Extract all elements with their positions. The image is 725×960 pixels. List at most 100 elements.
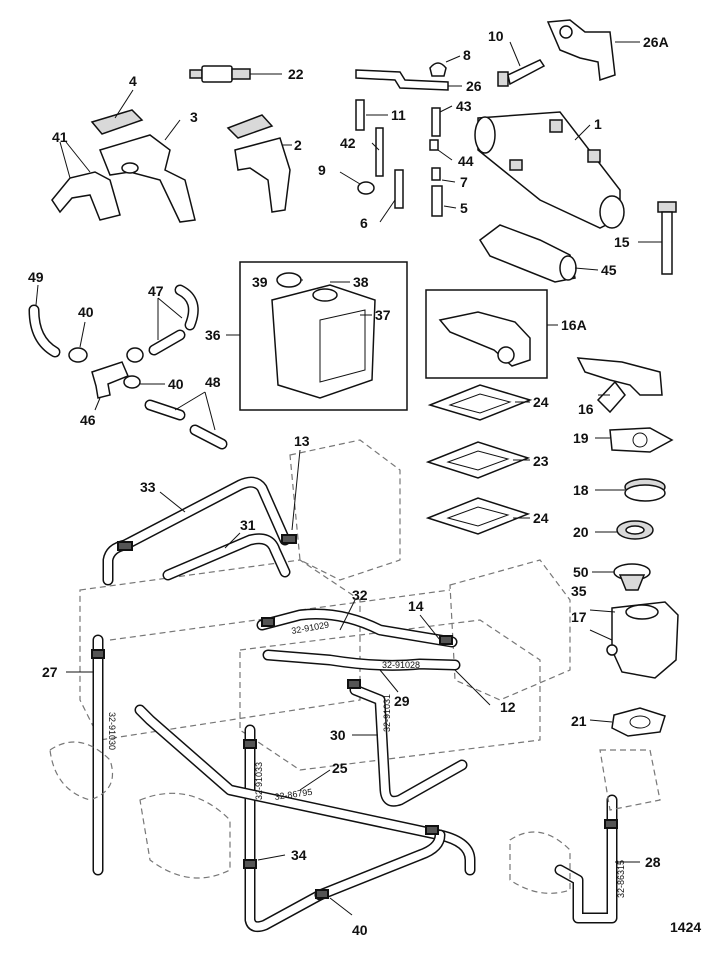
callout-35: 35 — [571, 583, 587, 599]
reservoir-box — [239, 261, 408, 411]
callout-34: 34 — [291, 847, 307, 863]
elbow-45-part — [478, 224, 577, 283]
callout-40-lower: 40 — [352, 922, 368, 938]
callout-2: 2 — [294, 137, 302, 153]
callout-43: 43 — [456, 98, 472, 114]
figure-id: 1424 — [670, 919, 701, 935]
engine-outline — [79, 439, 571, 771]
callout-38: 38 — [353, 274, 369, 290]
hose-49-part — [28, 304, 61, 358]
callout-26a: 26A — [643, 34, 669, 50]
callout-48: 48 — [205, 374, 221, 390]
elbow-16-part — [576, 357, 663, 414]
spark-plug-part — [189, 65, 251, 83]
callout-28: 28 — [645, 854, 661, 870]
bolt-10-part — [497, 59, 546, 87]
callout-19: 19 — [573, 430, 589, 446]
callout-16a: 16A — [561, 317, 587, 333]
callout-45: 45 — [601, 262, 617, 278]
thermostat-50-part — [613, 563, 651, 591]
callout-41: 41 — [52, 129, 68, 145]
elbow-16a-box — [425, 289, 548, 379]
callout-26: 26 — [466, 78, 482, 94]
callout-labels: 1 2 3 4 41 22 8 10 26A 26 11 43 42 9 44 … — [28, 28, 669, 938]
part-number-91029: 32-91029 — [291, 620, 330, 636]
strap-26-part — [355, 69, 449, 91]
callout-10: 10 — [488, 28, 504, 44]
callout-9: 9 — [318, 162, 326, 178]
callout-32: 32 — [352, 587, 368, 603]
coolant-reservoir-part — [271, 272, 376, 399]
callout-21: 21 — [571, 713, 587, 729]
hose-clamps — [91, 534, 618, 899]
thermostat-housing-part — [606, 601, 679, 679]
callout-40-mid: 40 — [168, 376, 184, 392]
callout-49: 49 — [28, 269, 44, 285]
callout-46: 46 — [80, 412, 96, 428]
callout-18: 18 — [573, 482, 589, 498]
callout-14: 14 — [408, 598, 424, 614]
callout-36: 36 — [205, 327, 221, 343]
gasket-21-part — [611, 707, 666, 737]
bracket-2-part — [226, 114, 291, 213]
callout-42: 42 — [340, 135, 356, 151]
callout-31: 31 — [240, 517, 256, 533]
callout-15: 15 — [614, 234, 630, 250]
callout-11: 11 — [391, 107, 406, 123]
callout-5: 5 — [460, 200, 468, 216]
callout-16: 16 — [578, 401, 594, 417]
gasket-24-lower-part — [425, 497, 531, 535]
callout-17: 17 — [571, 609, 587, 625]
callout-1: 1 — [594, 116, 602, 132]
gasket-24-upper-part — [427, 384, 533, 421]
bracket-3-part — [90, 109, 196, 223]
exhaust-manifold-part — [474, 111, 625, 229]
callout-22: 22 — [288, 66, 304, 82]
part-number-86315: 32-86315 — [616, 860, 626, 898]
callout-27: 27 — [42, 664, 58, 680]
part-number-91030: 32-91030 — [107, 712, 117, 750]
water-pumps — [49, 741, 661, 894]
callout-13: 13 — [294, 433, 310, 449]
clamp-40-part — [68, 347, 88, 363]
callout-7: 7 — [460, 174, 468, 190]
callout-39: 39 — [252, 274, 268, 290]
callout-29: 29 — [394, 693, 410, 709]
seal-20-part — [616, 520, 654, 540]
gasket-19-part — [609, 427, 674, 453]
callout-24-lower: 24 — [533, 510, 549, 526]
tee-46-part — [91, 361, 129, 399]
callout-50: 50 — [573, 564, 589, 580]
bolt-15-part — [657, 201, 677, 275]
part-number-91033: 32-91033 — [254, 762, 264, 800]
callout-33: 33 — [140, 479, 156, 495]
callout-23: 23 — [533, 453, 549, 469]
callout-4: 4 — [129, 73, 137, 89]
ring-18-part — [624, 478, 666, 502]
part-number-91028: 32-91028 — [382, 660, 420, 670]
callout-47: 47 — [148, 283, 164, 299]
callout-30: 30 — [330, 727, 346, 743]
hose-48-part — [144, 399, 228, 450]
callout-40-upper: 40 — [78, 304, 94, 320]
bracket-41-part — [51, 171, 121, 221]
hose-47-part — [148, 284, 199, 356]
callout-3: 3 — [190, 109, 198, 125]
clip-8-part — [429, 62, 447, 77]
part-number-91031: 32-91031 — [382, 694, 392, 732]
callout-12: 12 — [500, 699, 516, 715]
fasteners-group — [355, 99, 443, 217]
leader-lines — [66, 449, 640, 916]
callout-8: 8 — [463, 47, 471, 63]
elbow-16a-part — [438, 311, 531, 367]
callout-44: 44 — [458, 153, 474, 169]
callout-24-upper: 24 — [533, 394, 549, 410]
callout-37: 37 — [375, 307, 391, 323]
callout-25: 25 — [332, 760, 348, 776]
callout-20: 20 — [573, 524, 589, 540]
gasket-23-part — [425, 441, 531, 479]
bracket-26a-part — [546, 19, 616, 82]
callout-6: 6 — [360, 215, 368, 231]
hose-routing — [92, 476, 618, 933]
